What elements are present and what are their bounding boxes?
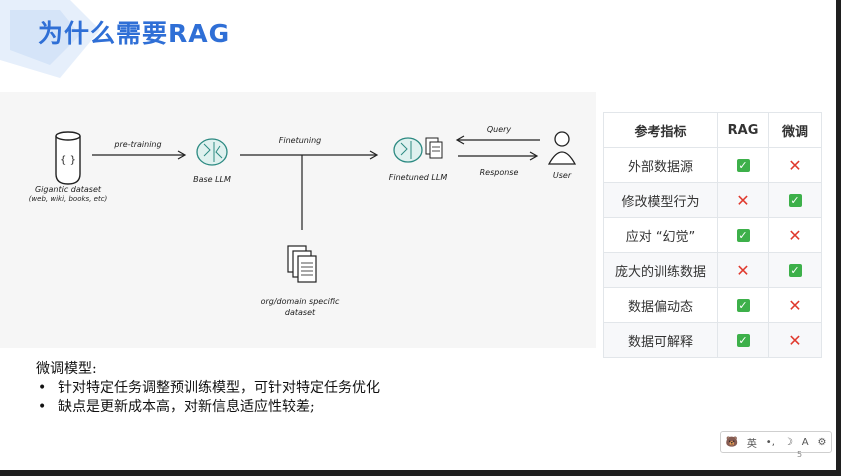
check-icon: ✓ — [736, 228, 750, 242]
finetune-cell: ✕ — [768, 322, 822, 358]
user-label: User — [553, 171, 572, 180]
list-item: 针对特定任务调整预训练模型，可针对特定任务优化 — [36, 379, 380, 398]
finetune-cell: ✓ — [768, 182, 822, 218]
query-label: Query — [487, 125, 512, 134]
metric-label: 庞大的训练数据 — [603, 252, 718, 288]
comparison-table: 参考指标 RAG 微调 外部数据源✓✕修改模型行为✕✓应对 “幻觉”✓✕庞大的训… — [603, 112, 822, 358]
settings-icon[interactable]: ⚙ — [817, 436, 827, 448]
metric-label: 修改模型行为 — [603, 182, 718, 218]
cross-icon: ✕ — [788, 330, 802, 350]
table-row: 数据可解释 ✓ ✕ — [603, 322, 822, 358]
cross-icon: ✕ — [788, 155, 802, 175]
check-icon: ✓ — [788, 193, 802, 207]
rag-cell: ✓ — [717, 147, 769, 183]
domain-dataset-label-2: dataset — [285, 308, 316, 317]
rag-cell: ✓ — [717, 322, 769, 358]
list-item: 缺点是更新成本高，对新信息适应性较差; — [36, 398, 380, 417]
table-row: 应对 “幻觉” ✓ ✕ — [603, 217, 822, 253]
metric-label: 数据可解释 — [603, 322, 718, 358]
check-icon: ✓ — [736, 333, 750, 347]
ime-icon[interactable]: 英 — [746, 438, 757, 450]
rag-cell: ✕ — [717, 182, 769, 218]
check-icon: ✓ — [736, 158, 750, 172]
table-row: 外部数据源 ✓ ✕ — [603, 147, 822, 183]
finetuned-llm-label: Finetuned LLM — [389, 173, 448, 182]
table-header-finetune: 微调 — [768, 112, 822, 148]
moon-icon[interactable]: ☽ — [783, 436, 793, 448]
table-row: 修改模型行为 ✕ ✓ — [603, 182, 822, 218]
window-edge — [836, 0, 841, 470]
response-label: Response — [480, 168, 519, 177]
page-number: 5 — [797, 450, 803, 459]
pretraining-label: pre-training — [113, 140, 161, 149]
finetuning-label: Finetuning — [279, 136, 321, 145]
finetuned-brain-icon — [393, 137, 443, 163]
table-row: 数据偏动态 ✓ ✕ — [603, 287, 822, 323]
table-header-metric: 参考指标 — [603, 112, 718, 148]
table-header-row: 参考指标 RAG 微调 — [603, 112, 822, 148]
cross-icon: ✕ — [788, 225, 802, 245]
table-row: 庞大的训练数据 ✕ ✓ — [603, 252, 822, 288]
bear-icon[interactable]: 🐻 — [725, 436, 738, 448]
domain-dataset-label-1: org/domain specific — [261, 297, 340, 306]
check-icon: ✓ — [736, 298, 750, 312]
ime-toolbar[interactable]: 🐻 英 •, ☽ A ⚙ — [720, 431, 832, 453]
notes-list: 针对特定任务调整预训练模型，可针对特定任务优化 缺点是更新成本高，对新信息适应性… — [36, 379, 380, 417]
rag-cell: ✕ — [717, 252, 769, 288]
finetune-cell: ✓ — [768, 252, 822, 288]
punctuation-icon[interactable]: •, — [765, 436, 775, 448]
rag-cell: ✓ — [717, 217, 769, 253]
user-icon — [547, 131, 577, 165]
finetune-cell: ✕ — [768, 217, 822, 253]
brain-icon — [196, 138, 228, 166]
cross-icon: ✕ — [736, 190, 750, 210]
metric-label: 应对 “幻觉” — [603, 217, 718, 253]
table-header-rag: RAG — [717, 112, 769, 148]
check-icon: ✓ — [788, 263, 802, 277]
cross-icon: ✕ — [736, 260, 750, 280]
notes-heading: 微调模型: — [36, 361, 97, 377]
window-bottom-edge — [0, 470, 841, 476]
finetune-cell: ✕ — [768, 287, 822, 323]
metric-label: 数据偏动态 — [603, 287, 718, 323]
slide-title: 为什么需要RAG — [38, 19, 231, 48]
rag-cell: ✓ — [717, 287, 769, 323]
finetune-cell: ✕ — [768, 147, 822, 183]
cross-icon: ✕ — [788, 295, 802, 315]
metric-label: 外部数据源 — [603, 147, 718, 183]
font-icon[interactable]: A — [801, 436, 809, 448]
database-icon: { } — [55, 131, 81, 185]
dataset-sublabel: (web, wiki, books, etc) — [29, 195, 108, 203]
dataset-label: Gigantic dataset — [35, 185, 102, 194]
corner-decoration — [0, 0, 100, 78]
dataset-icon-text: { } — [60, 155, 76, 166]
documents-icon — [287, 245, 317, 283]
finetuning-diagram: { } Gigantic dataset (web, wiki, books, … — [0, 92, 596, 348]
notes-block: 微调模型: 针对特定任务调整预训练模型，可针对特定任务优化 缺点是更新成本高，对… — [36, 360, 380, 417]
base-llm-label: Base LLM — [193, 175, 231, 184]
